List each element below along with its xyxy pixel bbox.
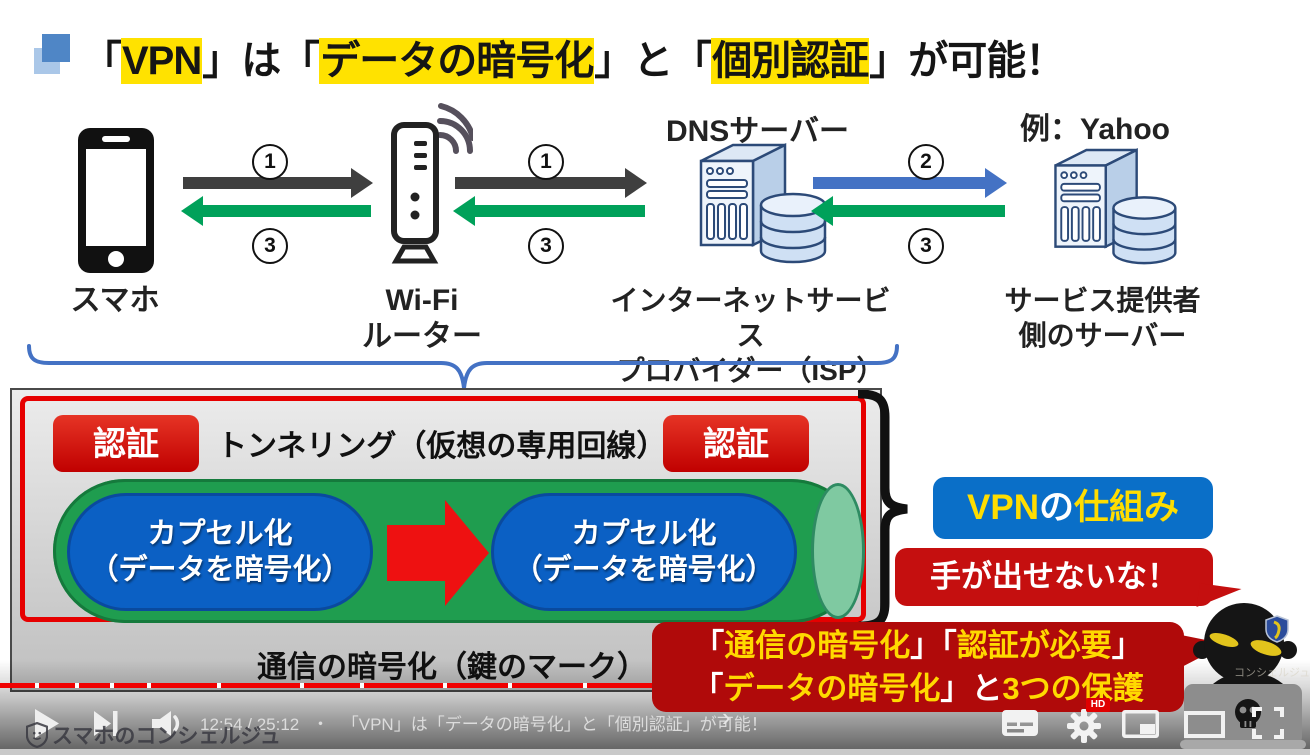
cant-touch-bubble: 手が出せないな！ (895, 548, 1213, 606)
arrow-isp-to-router (453, 196, 645, 226)
capsule-arrow (387, 525, 445, 581)
player-bottom-strip (0, 749, 1310, 755)
chapter-gap (34, 683, 39, 688)
capsule-right: カプセル化 （データを暗号化） (491, 493, 797, 611)
panel-brace (858, 390, 910, 630)
yahoo-example-label: 例：Yahoo (1019, 113, 1170, 146)
three-protections-bubble: 「通信の暗号化」「認証が必要」 「データの暗号化」と3つの保護 (652, 622, 1184, 712)
capsule-arrow-head (445, 500, 489, 606)
chapter-gap (216, 683, 221, 688)
miniplayer-button[interactable] (1122, 710, 1159, 738)
theater-mode-button[interactable] (1184, 711, 1225, 738)
step-1-badge: 1 (252, 144, 288, 180)
provider-server-icon (1040, 148, 1185, 269)
step-1-badge: 1 (528, 144, 564, 180)
auth-badge-left: 認証 (53, 415, 199, 472)
volume-button[interactable] (150, 708, 184, 739)
arrow-router-to-isp (455, 168, 647, 198)
chapter-chevron-icon[interactable]: › (722, 702, 731, 732)
play-button[interactable] (33, 708, 60, 739)
tunnel-red-frame: 認証 トンネリング（仮想の専用回線） 認証 カプセル化 （データを暗号化） カプ… (20, 396, 866, 623)
arrow-provider-to-isp (811, 196, 1005, 226)
subtitles-button[interactable] (1002, 710, 1038, 736)
step-2-badge: 2 (908, 144, 944, 180)
chapter-gap (582, 683, 587, 688)
current-and-total-time: 12:54 / 25:12 (200, 715, 300, 734)
three-protections-line2: 「データの暗号化」と3つの保護 (692, 671, 1144, 706)
three-protections-line1: 「通信の暗号化」「認証が必要」 (693, 628, 1143, 663)
tunnel-title: トンネリング（仮想の専用回線） (217, 430, 667, 463)
chapter-gap (443, 683, 448, 688)
time-and-title: 12:54 / 25:12 ・ 「VPN」は「データの暗号化」と「個別認証」が可… (200, 710, 768, 735)
phone-label: スマホ (70, 284, 160, 317)
fullscreen-button[interactable] (1252, 707, 1284, 739)
channel-shield-icon (26, 722, 48, 748)
hacker-character: コンシェルジュ (1178, 588, 1310, 755)
channel-watermark-text: スマホのコンシェルジュ (52, 725, 281, 748)
chapter-gap (110, 683, 115, 688)
router-label: Wi-Fi ルーター (362, 284, 482, 353)
hd-quality-badge: HD (1086, 698, 1110, 712)
chapter-gap (299, 683, 304, 688)
step-3-badge: 3 (252, 228, 288, 264)
step-3-badge: 3 (528, 228, 564, 264)
step-3-badge: 3 (908, 228, 944, 264)
chapter-gap (359, 683, 364, 688)
progress-played (0, 683, 776, 688)
separator-dot: ・ (312, 715, 329, 734)
isp-label: インターネットサービス プロバイダー（ISP） (610, 285, 891, 386)
title-bullet-icon (42, 34, 70, 62)
vpn-tunnel-panel: 認証 トンネリング（仮想の専用回線） 認証 カプセル化 （データを暗号化） カプ… (10, 388, 882, 692)
tunnel-pipe-end (811, 483, 865, 619)
channel-watermark: スマホのコンシェルジュ (26, 720, 281, 750)
arrow-isp-to-provider (813, 168, 1007, 198)
now-playing-title: 「VPN」は「データの暗号化」と「個別認証」が可能！ (341, 715, 768, 734)
auth-badge-right: 認証 (663, 415, 809, 472)
arrow-router-to-phone (181, 196, 371, 226)
vpn-mechanism-callout: VPNの仕組み (933, 477, 1213, 539)
chapter-gap (75, 683, 80, 688)
chapter-gap (508, 683, 513, 688)
settings-gear-button[interactable] (1066, 708, 1102, 744)
coverage-brace (26, 344, 900, 394)
next-button[interactable] (92, 709, 119, 738)
chapter-gap (146, 683, 151, 688)
smartphone-icon (78, 128, 154, 273)
capsule-left: カプセル化 （データを暗号化） (67, 493, 373, 611)
hacker-watermark: コンシェルジュ (1234, 667, 1310, 679)
dns-server-label: DNSサーバー (665, 115, 850, 148)
slide-title-row: 「VPN」は「データの暗号化」と「個別認証」が可能！ (34, 26, 1274, 86)
slide-title: 「VPN」は「データの暗号化」と「個別認証」が可能！ (82, 38, 1065, 84)
provider-label: サービス提供者 側のサーバー (1004, 285, 1201, 351)
arrow-phone-to-router (183, 168, 373, 198)
